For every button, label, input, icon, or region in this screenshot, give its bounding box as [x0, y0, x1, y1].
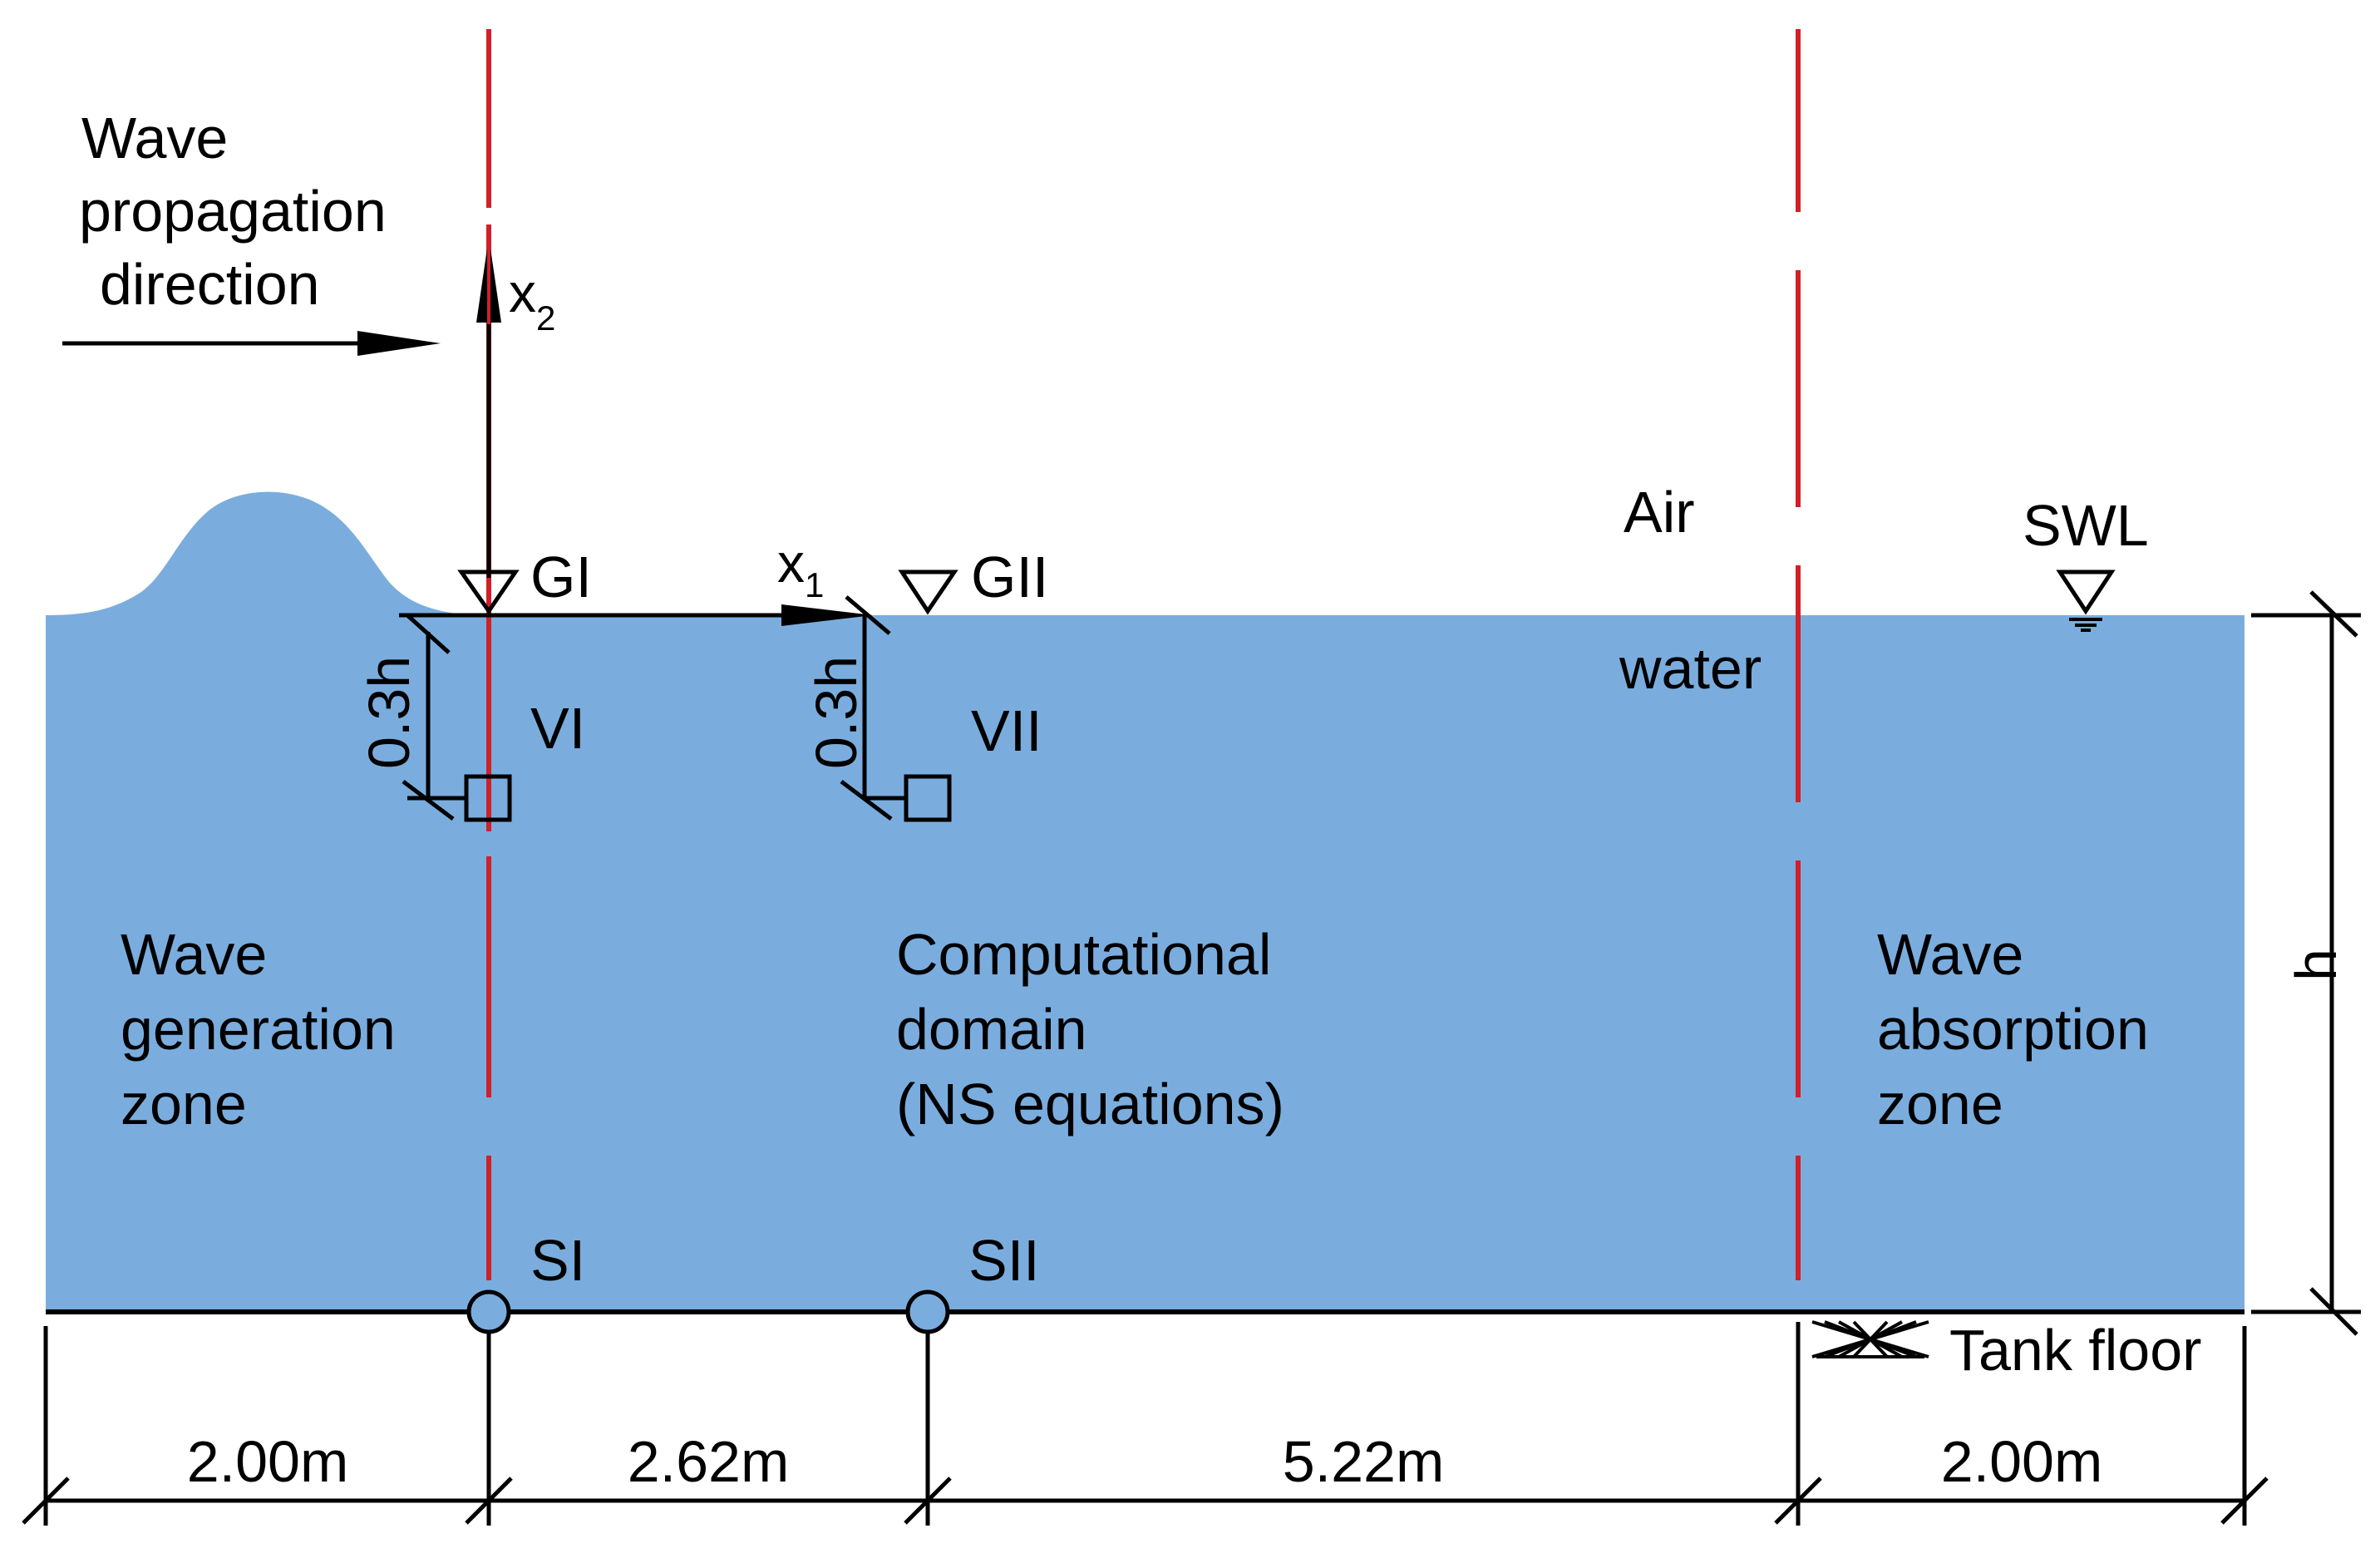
depth-offset-2-dimension	[840, 595, 906, 821]
generation-zone-label: Wave generation zone	[121, 922, 411, 1136]
swl-label: SWL	[2023, 493, 2149, 558]
computational-domain-label: Computational domain (NS equations)	[896, 922, 1288, 1136]
sensor-1-circle-icon	[466, 1289, 511, 1334]
water-label: water	[1619, 636, 1762, 701]
velocity-probe-1-square-icon	[464, 774, 512, 822]
gauge-1-triangle-down-icon	[457, 569, 520, 615]
sensor-2-label: SII	[968, 1228, 1040, 1293]
depth-dimension	[2251, 590, 2361, 1336]
air-label: Air	[1624, 480, 1695, 545]
dimension-4-label: 2.00m	[1941, 1429, 2103, 1494]
gauge-1-label: GI	[530, 545, 592, 609]
gauge-2-triangle-down-icon	[898, 569, 958, 615]
swl-triangle-down-icon	[2056, 569, 2116, 615]
sensor-2-circle-icon	[905, 1289, 950, 1334]
wave-direction-arrowhead	[357, 331, 441, 356]
depth-offset-2-label: 0.3h	[804, 656, 869, 769]
x1-arrowhead	[781, 604, 873, 626]
velocity-probe-2-label: VII	[971, 698, 1042, 763]
x1-axis-label: x1	[777, 532, 824, 604]
depth-offset-1-dimension	[402, 614, 466, 821]
water-body	[46, 491, 2244, 1312]
tank-floor-label: Tank floor	[1949, 1318, 2201, 1383]
gauge-2-label: GII	[971, 545, 1048, 609]
swl-marker-lines	[2069, 618, 2102, 632]
horizontal-dimension-chain	[22, 1322, 2269, 1526]
absorption-zone-label: Wave absorption zone	[1877, 922, 2165, 1136]
dimension-2-label: 2.62m	[628, 1429, 790, 1494]
depth-label: h	[2284, 949, 2348, 981]
velocity-probe-2-square-icon	[904, 774, 952, 822]
x2-axis-label: x2	[509, 262, 555, 338]
wave-propagation-label: Wave propagation direction	[79, 106, 402, 317]
sensor-1-label: SI	[530, 1228, 585, 1293]
dimension-1-label: 2.00m	[187, 1429, 349, 1494]
velocity-probe-1-label: VI	[530, 696, 585, 761]
tank-floor-hatch-icon	[1811, 1320, 1929, 1358]
dimension-3-label: 5.22m	[1283, 1429, 1445, 1494]
depth-offset-1-label: 0.3h	[357, 656, 421, 769]
